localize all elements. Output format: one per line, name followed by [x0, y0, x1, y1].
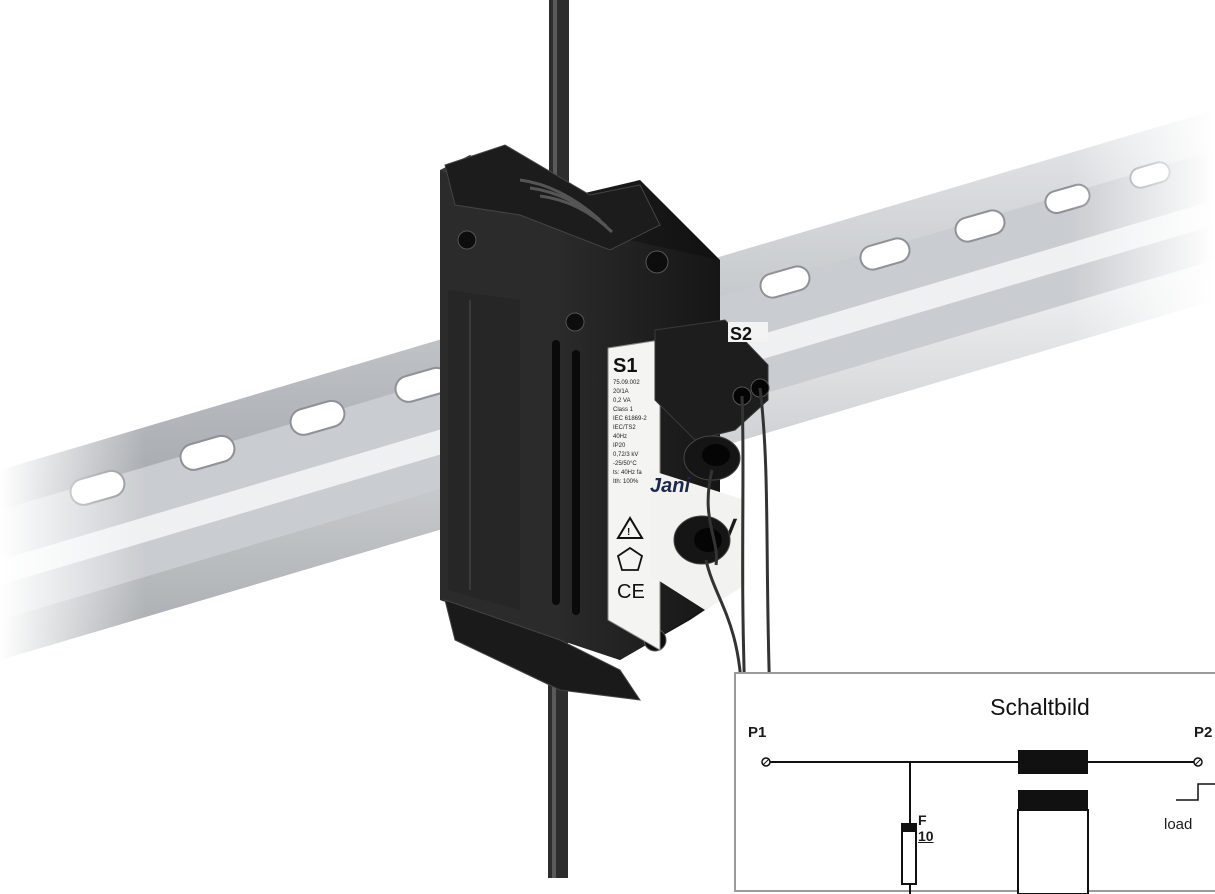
transformer-core-icon	[1018, 750, 1088, 774]
spec-line: 0,2 VA	[613, 398, 631, 404]
spec-line: 75.09.002	[613, 380, 640, 386]
terminal-p1-label: P1	[748, 724, 767, 741]
circuit-diagram	[761, 750, 1215, 894]
load-label: load	[1164, 816, 1193, 833]
spec-line: 0,72/3 kV	[613, 452, 638, 458]
spec-line: IEC/TS2	[613, 425, 636, 431]
spec-line: -25/50°C	[613, 461, 637, 467]
spec-line: 40Hz	[613, 434, 627, 440]
spec-line: IEC 61869-2	[613, 416, 647, 422]
spec-line: Ith: 100%	[613, 479, 639, 485]
spec-line: ts: 40Hz fa	[613, 470, 642, 476]
warning-icon	[616, 516, 644, 539]
terminal-p2-label: P2	[1194, 724, 1213, 741]
ce-mark: CE	[617, 581, 645, 603]
rating-label: S1 75.09.002 20/1A 0,2 VA Class 1 IEC 61869-…	[607, 339, 661, 651]
fuse-value: 10	[918, 828, 934, 844]
terminal-s1-label: S1	[613, 355, 637, 377]
svg-text:!: !	[627, 527, 630, 538]
schematic-title: Schaltbild	[990, 694, 1090, 720]
terminal-s2-label: S2	[730, 324, 752, 344]
secondary-terminal-block: S2	[654, 319, 770, 565]
spec-line: IP20	[613, 443, 626, 449]
fuse-icon	[901, 823, 917, 885]
fuse-letter: F	[918, 812, 927, 828]
schematic-inset: Schaltbild P1 P2 F 10 load	[734, 672, 1215, 894]
spec-line: 20/1A	[613, 389, 629, 395]
brand-text: Jani	[650, 475, 690, 497]
recycle-pentagon-icon	[616, 546, 644, 571]
spec-line: Class 1	[613, 407, 634, 413]
